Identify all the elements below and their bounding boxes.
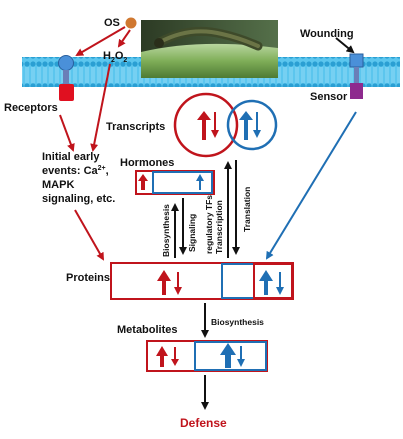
- early-events-label: Initial early events: Ca2+, MAPK signali…: [42, 151, 115, 205]
- h2o2-label: H2O2: [103, 50, 127, 64]
- metabolites-box: [146, 340, 268, 372]
- svg-text:signaling, etc.: signaling, etc.: [42, 193, 115, 205]
- receptors-label: Receptors: [4, 102, 58, 114]
- os-to-h2o2-arrow: [117, 29, 131, 48]
- metabolites-label: Metabolites: [117, 324, 178, 336]
- wounding-label: Wounding: [300, 28, 354, 40]
- signaling-vertical-label: Signaling: [187, 214, 197, 252]
- svg-text:events: Ca2+,: events: Ca2+,: [42, 165, 109, 177]
- transcripts-blue-updown-icon: [239, 111, 261, 140]
- proteins-label: Proteins: [66, 272, 110, 284]
- hormones-label: Hormones: [120, 157, 174, 169]
- caterpillar-photo: [141, 20, 278, 78]
- os-to-receptor-arrow: [75, 26, 126, 57]
- h2o2-to-early-events-arrow: [90, 63, 111, 152]
- receptor-to-early-events-arrow: [59, 114, 75, 152]
- sensor-to-proteins-arrow: [265, 111, 357, 260]
- transcripts-label: Transcripts: [106, 121, 165, 133]
- transcription-regulatory-vertical-label: Transcription regulatory TFs: [204, 195, 224, 254]
- svg-text:Initial early: Initial early: [42, 151, 100, 163]
- early-events-to-proteins-arrow: [74, 209, 104, 261]
- svg-text:MAPK: MAPK: [42, 179, 74, 191]
- hormones-box: [135, 170, 215, 195]
- sensor-label: Sensor: [310, 91, 348, 103]
- translation-vertical-label: Translation: [242, 187, 252, 232]
- proteins-box: [110, 262, 294, 300]
- biosynthesis-vertical-label: Biosynthesis: [161, 204, 171, 257]
- sensor-icon: [349, 53, 364, 99]
- svg-text:regulatory TFs: regulatory TFs: [204, 195, 214, 254]
- transcripts-circles: [173, 92, 278, 158]
- transcripts-red-updown-icon: [197, 111, 219, 140]
- wounding-arrow: [335, 37, 355, 54]
- biosynthesis-label: Biosynthesis: [211, 317, 264, 327]
- defense-label: Defense: [180, 416, 227, 430]
- os-label: OS: [104, 17, 120, 29]
- os-molecule-icon: [125, 17, 137, 29]
- receptor-icon: [58, 55, 74, 101]
- svg-text:Transcription: Transcription: [214, 200, 224, 254]
